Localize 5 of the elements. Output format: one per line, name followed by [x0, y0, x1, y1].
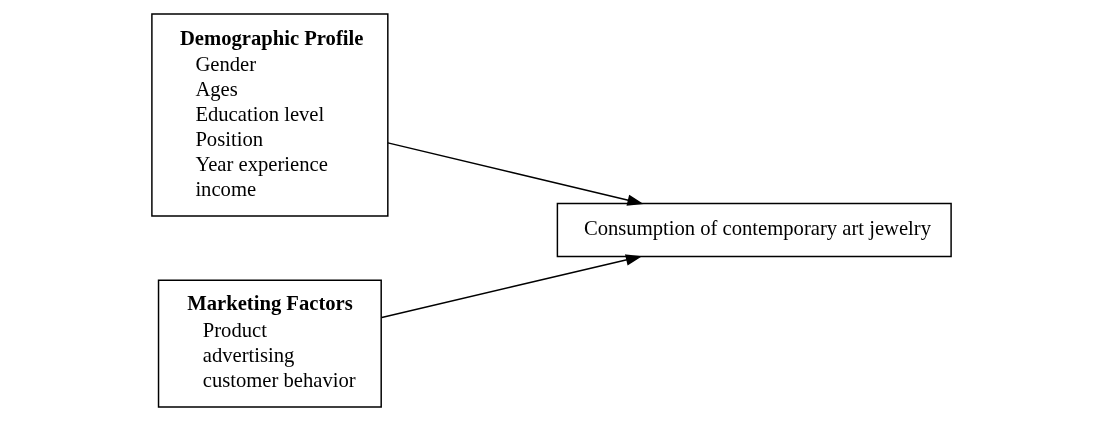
arrow	[386, 142, 644, 206]
node-box: Marketing Factors Product advertising customer behavior	[157, 279, 382, 408]
node-box: Consumption of contemporary art jewelry	[556, 202, 952, 258]
node-box: Demographic Profile Gender Ages Education level Position Year experience income	[150, 13, 389, 217]
arrow	[380, 254, 642, 319]
